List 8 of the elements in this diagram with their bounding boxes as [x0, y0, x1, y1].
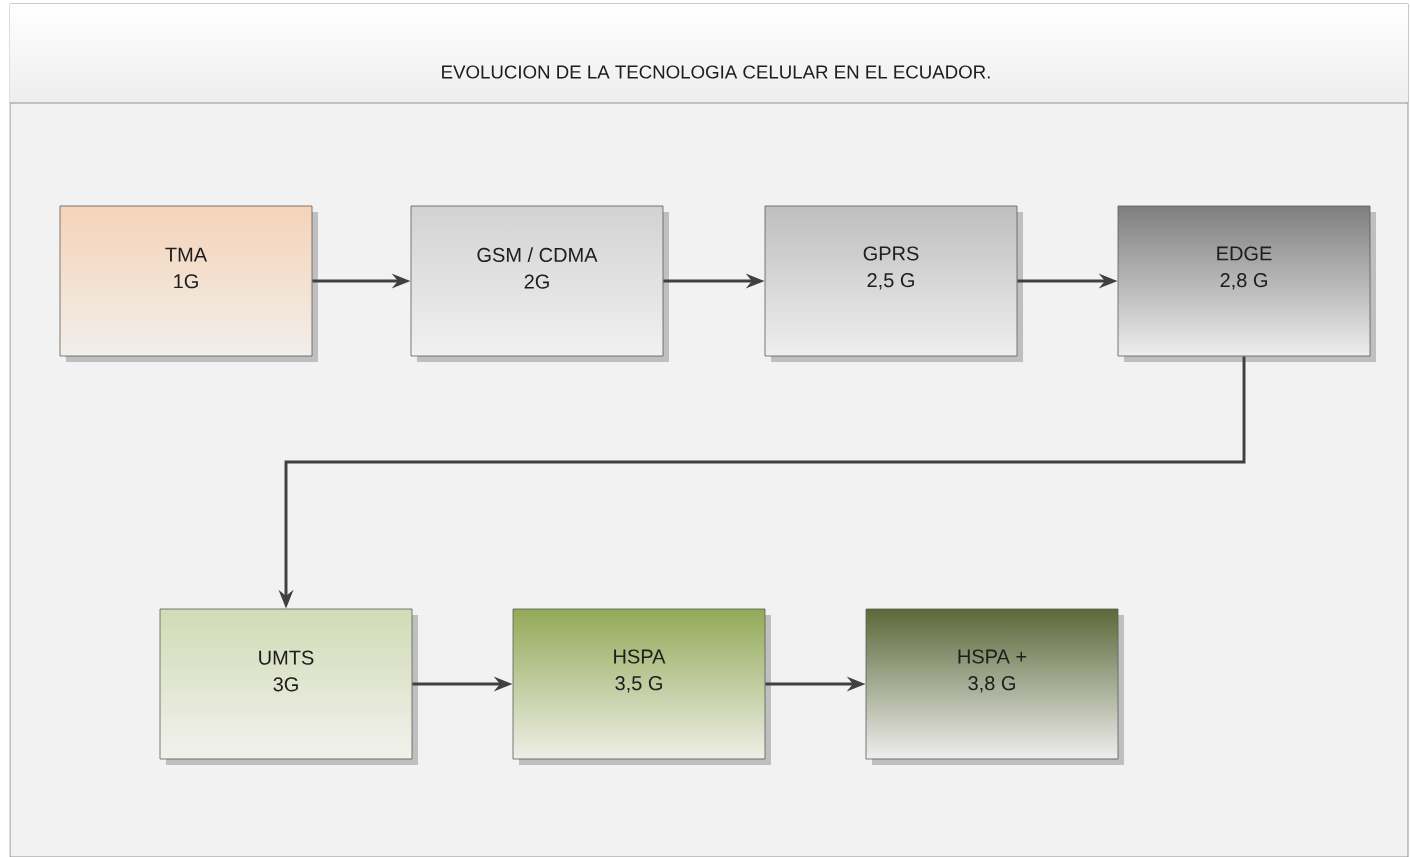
process-box: HSPA + 3,8 G	[865, 608, 1124, 765]
process-box: GPRS 2,5 G	[764, 205, 1023, 362]
process-box: EDGE 2,8 G	[1117, 205, 1376, 362]
title-band: EVOLUCION DE LA TECNOLOGIA CELULAR EN EL ECUADOR.	[9, 65, 1409, 104]
process-box: UMTS 3G	[159, 608, 418, 765]
process-box: TMA 1G	[59, 205, 318, 362]
process-box: GSM / CDMA 2G	[410, 205, 669, 362]
process-box: HSPA 3,5 G	[512, 608, 771, 765]
